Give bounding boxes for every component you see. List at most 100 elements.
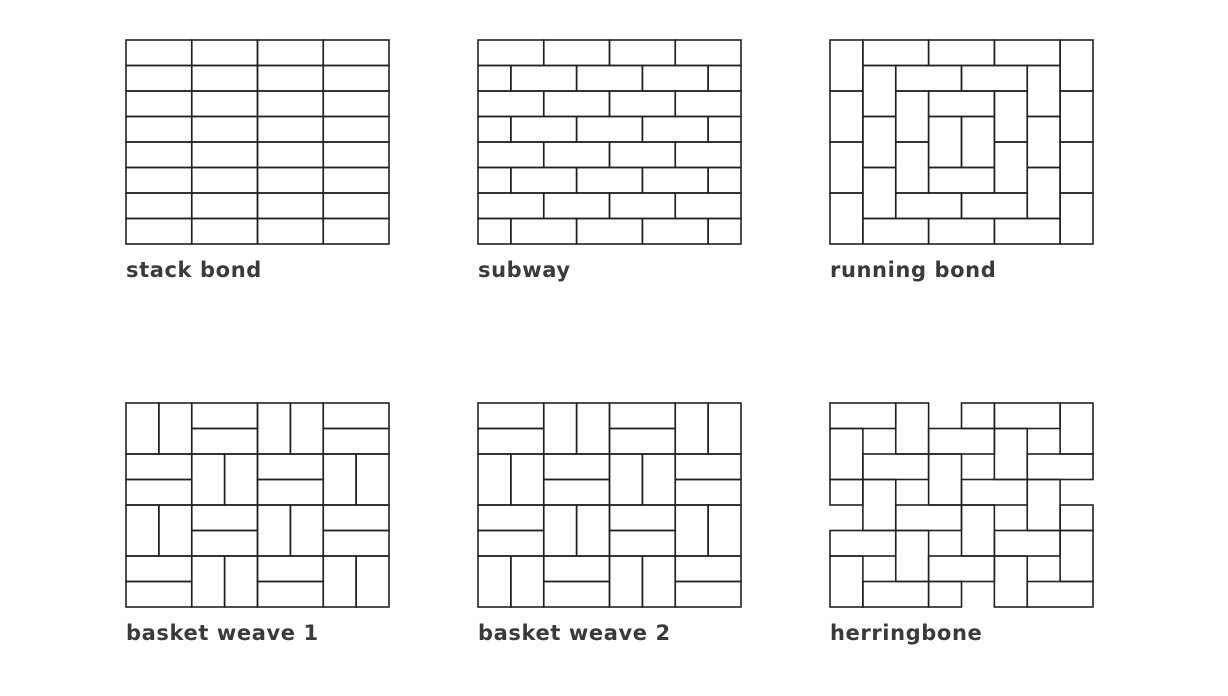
herringbone-tile	[829, 427, 864, 481]
stack-bond-tile	[322, 64, 390, 92]
basket-weave-1-tile	[355, 555, 390, 608]
stack-bond-tile	[322, 39, 390, 67]
stack-bond-tile	[125, 141, 193, 169]
basket-weave-1-tile	[256, 478, 325, 506]
basket-weave-2-tile	[674, 555, 742, 583]
basket-weave-2-tile	[477, 529, 545, 557]
basket-weave-2-tile	[608, 504, 677, 532]
stack-bond-tile	[322, 217, 390, 245]
herringbone-tile	[927, 427, 996, 455]
subway-tile	[674, 141, 742, 169]
basket-weave-2-tile	[641, 555, 677, 608]
basket-weave-1-tile	[190, 427, 259, 455]
running-bond-tile	[862, 64, 897, 118]
stack-bond-tile	[256, 115, 325, 143]
subway-tile	[510, 217, 578, 245]
basket-weave-2-tile	[674, 504, 709, 557]
basket-weave-1-tile	[322, 555, 357, 608]
subway-tile	[575, 115, 644, 143]
running-bond-tile	[1059, 39, 1094, 92]
running-bond-tile	[862, 217, 930, 245]
running-bond-tile	[960, 115, 996, 169]
running-bond-tile	[1026, 64, 1061, 118]
basket-weave-2-tile	[510, 453, 545, 506]
running-bond-tile	[894, 141, 930, 194]
running-bond-tile	[927, 90, 996, 118]
basket-weave-2-tile	[674, 402, 709, 455]
basket-weave-2-tile	[477, 555, 512, 608]
stack-bond-tile	[190, 217, 259, 245]
herringbone-tile	[927, 453, 963, 506]
subway-tile	[674, 90, 742, 118]
subway-diagram	[477, 39, 742, 245]
basket-weave-1-tile	[125, 478, 193, 506]
running-bond-tile	[960, 192, 1029, 220]
running-bond-tile	[894, 90, 930, 143]
herringbone-tile	[1059, 504, 1094, 532]
subway-tile	[707, 166, 742, 194]
basket-weave-1-tile	[190, 529, 259, 557]
basket-weave-1-tile	[125, 580, 193, 608]
stack-bond-tile	[190, 64, 259, 92]
basket-weave-2-tile	[707, 504, 742, 557]
basket-weave-2-diagram	[477, 402, 742, 608]
basket-weave-2-tile	[477, 427, 545, 455]
basket-weave-2-label: basket weave 2	[478, 621, 671, 645]
stack-bond-tile	[322, 166, 390, 194]
stack-bond-tile	[125, 192, 193, 220]
stack-bond-tile	[256, 90, 325, 118]
running-bond-tile	[1059, 192, 1094, 245]
subway-tile	[641, 115, 709, 143]
basket-weave-1-tile	[223, 555, 259, 608]
herringbone-diagram	[829, 402, 1094, 608]
running-bond-tile	[927, 217, 996, 245]
herringbone-tile	[927, 555, 996, 583]
basket-weave-2-tile	[674, 478, 742, 506]
subway-tile	[477, 39, 545, 67]
basket-weave-2-tile	[575, 504, 611, 557]
subway-tile	[542, 141, 611, 169]
basket-weave-2-tile	[608, 453, 644, 506]
subway-tile	[477, 90, 545, 118]
subway-tile	[575, 166, 644, 194]
basket-weave-1-tile	[125, 402, 160, 455]
stack-bond-tile	[322, 192, 390, 220]
subway-tile	[477, 141, 545, 169]
running-bond-tile	[993, 39, 1061, 67]
basket-weave-1-tile	[256, 555, 325, 583]
herringbone-tile	[894, 504, 963, 532]
subway-tile	[608, 90, 677, 118]
herringbone-tile	[862, 478, 897, 532]
subway-tile	[477, 192, 545, 220]
subway-tile	[608, 141, 677, 169]
stack-bond-tile	[190, 166, 259, 194]
basket-weave-2-tile	[477, 402, 545, 430]
stack-bond-tile	[256, 192, 325, 220]
running-bond-tile	[960, 64, 1029, 92]
running-bond-label: running bond	[830, 258, 997, 282]
stack-bond-tile	[125, 64, 193, 92]
subway-tile	[674, 39, 742, 67]
subway-label: subway	[478, 258, 571, 282]
herringbone-tile	[1026, 453, 1094, 481]
herringbone-tile	[993, 402, 1061, 430]
subway-tile	[575, 217, 644, 245]
subway-tile	[477, 166, 512, 194]
basket-weave-2-tile	[542, 453, 611, 481]
stack-bond-tile	[322, 90, 390, 118]
running-bond-tile	[862, 166, 897, 220]
basket-weave-2-tile	[542, 478, 611, 506]
basket-weave-1-tile	[125, 504, 160, 557]
subway-tile	[477, 64, 512, 92]
stack-bond-tile	[256, 64, 325, 92]
basket-weave-1-tile	[256, 402, 292, 455]
stack-bond-tile	[125, 39, 193, 67]
running-bond-tile	[894, 64, 963, 92]
basket-weave-2-tile	[510, 555, 545, 608]
subway-tile	[477, 217, 512, 245]
running-bond-tile	[1026, 115, 1061, 169]
running-bond-tile	[1059, 90, 1094, 143]
basket-weave-2-tile	[542, 580, 611, 608]
basket-weave-2-tile	[575, 402, 611, 455]
running-bond-tile	[927, 115, 963, 169]
